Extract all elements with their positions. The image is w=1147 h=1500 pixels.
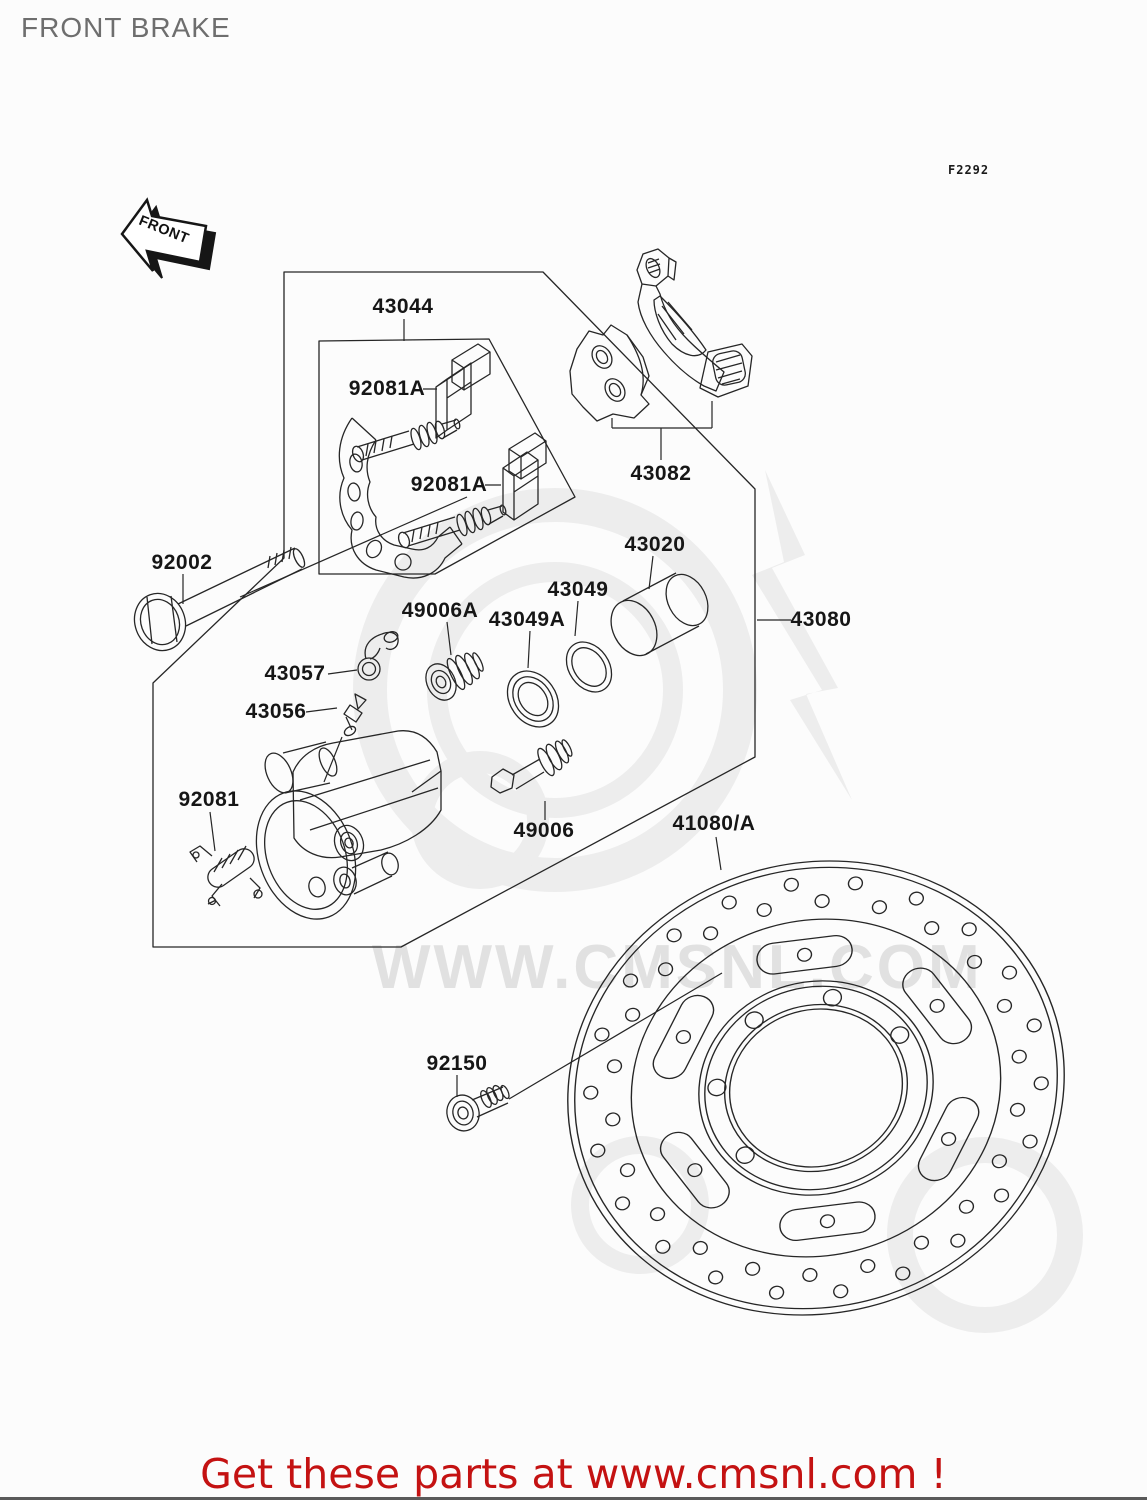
part-label-43044-0[interactable]: 43044 [372,295,434,318]
part-drawing-43044-bracket [338,417,507,579]
part-label-43049-5[interactable]: 43049 [547,578,609,601]
watermark-text: WWW.CMSNL.COM [372,933,983,1002]
page-title: FRONT BRAKE [21,12,231,43]
part-drawing-92081A-clips [435,343,547,521]
part-label-49006a-7[interactable]: 49006A [401,599,479,622]
watermark-logo: WWW.CMSNL.COM [353,470,1083,1333]
part-drawing-brake-disc [567,860,1065,1316]
footer-link[interactable]: Get these parts at www.cmsnl.com ! [200,1450,947,1498]
part-label-43080-8[interactable]: 43080 [790,608,852,631]
leader-lines [182,319,791,1100]
part-label-43057-10[interactable]: 43057 [264,662,326,685]
bottom-divider [0,1497,1147,1500]
front-arrow-icon: FRONT [120,197,217,279]
part-drawing-caliper-body [255,631,573,920]
part-label-43049a-6[interactable]: 43049A [488,608,566,631]
part-label-92150-15[interactable]: 92150 [426,1052,488,1075]
part-drawing-bolts-and-clip [133,546,510,1132]
part-label-49006-12[interactable]: 49006 [513,819,575,842]
part-label-43020-4[interactable]: 43020 [624,533,686,556]
part-label-41080-a-13[interactable]: 41080/A [672,812,756,835]
part-label-43056-11[interactable]: 43056 [245,700,307,723]
figure-code: F2292 [948,163,990,177]
part-label-92081a-2[interactable]: 92081A [410,473,488,496]
part-drawing-43082-pads [569,248,753,422]
part-label-92002-9[interactable]: 92002 [151,551,213,574]
part-label-92081-14[interactable]: 92081 [178,788,240,811]
part-label-92081a-1[interactable]: 92081A [348,377,426,400]
part-label-43082-3[interactable]: 43082 [630,462,692,485]
